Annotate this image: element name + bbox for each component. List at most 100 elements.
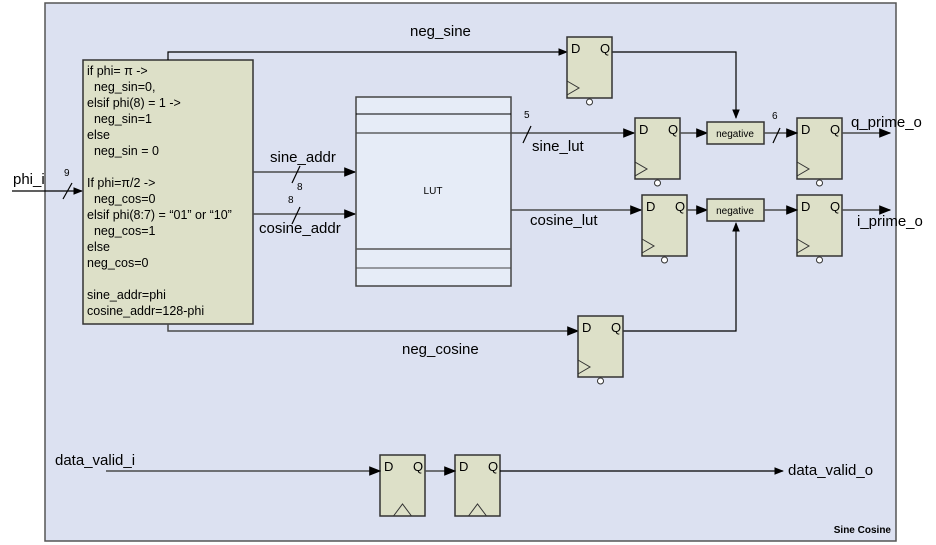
flipflop-d-pin: D — [801, 199, 810, 214]
control-logic-text: if phi= π -> neg_sin=0,elsif phi(8) = 1 … — [87, 64, 232, 318]
flipflop-q-pin: Q — [830, 122, 840, 137]
code-line: else — [87, 128, 110, 142]
code-line: neg_cos=0 — [87, 256, 149, 270]
bus-slash — [291, 165, 301, 184]
flipflop-body — [641, 194, 688, 257]
code-line: neg_sin=1 — [87, 112, 152, 126]
flipflop-d-pin: D — [571, 41, 580, 56]
flipflop-d-pin: D — [801, 122, 810, 137]
flipflop-body — [454, 454, 501, 517]
neg-cosine-path: neg_cosine — [167, 222, 740, 358]
sine-addr-label: sine_addr — [270, 149, 336, 166]
phi-input-label: phi_i — [13, 171, 45, 188]
flipflop-body — [577, 315, 624, 378]
lut-block: LUT — [355, 96, 512, 287]
flipflop-q-pin: Q — [830, 199, 840, 214]
data-valid-output-label: data_valid_o — [788, 462, 873, 479]
reset-pin-icon — [586, 98, 593, 106]
neg-sine-label: neg_sine — [410, 23, 471, 40]
flipflop-d-pin: D — [582, 320, 591, 335]
reset-pin-icon — [597, 377, 604, 385]
code-line: neg_cos=0 — [87, 192, 156, 206]
cosine-addr-label: cosine_addr — [259, 220, 341, 237]
negative-block-label: negative — [716, 129, 754, 140]
clock-icon — [634, 161, 648, 177]
sine-addr-width: 8 — [297, 182, 303, 193]
code-line: neg_cos=1 — [87, 224, 156, 238]
code-line: if phi= π -> — [87, 64, 148, 78]
flipflop-d-pin: D — [459, 459, 468, 474]
lut-label: LUT — [424, 186, 443, 197]
sine-addr-signal: sine_addr 8 — [253, 149, 357, 193]
i-prime-output: i_prime_o — [842, 205, 923, 230]
phi-input: phi_i 9 — [12, 168, 83, 200]
bus-slash — [772, 127, 781, 144]
code-line: elsif phi(8:7) = “01” or “10” — [87, 208, 232, 222]
container-label: Sine Cosine — [834, 525, 892, 536]
flipflop-body — [634, 117, 681, 180]
negative-block-cosine: negative — [687, 198, 799, 222]
flipflop-q-pin: Q — [413, 459, 423, 474]
flipflop-q-pin: Q — [488, 459, 498, 474]
reset-pin-icon — [661, 256, 668, 264]
cosine-addr-signal: cosine_addr 8 — [253, 195, 357, 237]
code-line: cosine_addr=128-phi — [87, 304, 204, 318]
neg-sine-to-negative-wire — [612, 51, 740, 119]
neg-sine-path: neg_sine — [167, 23, 740, 119]
phi-width-label: 9 — [64, 168, 70, 179]
flipflop-q-pin: Q — [675, 199, 685, 214]
flipflop-body — [796, 194, 843, 257]
sine-lut-width: 5 — [524, 110, 530, 121]
flipflop-body — [566, 36, 613, 99]
flipflop-body — [796, 117, 843, 180]
negative-block-sine: negative 6 — [680, 111, 799, 145]
cosine-addr-width: 8 — [288, 195, 294, 206]
clock-icon — [393, 503, 412, 517]
code-line: neg_sin = 0 — [87, 144, 159, 158]
data-valid-input-label: data_valid_i — [55, 452, 135, 469]
lut-body — [355, 96, 512, 287]
data-valid-path: data_valid_i data_valid_o — [55, 452, 873, 479]
clock-icon — [641, 238, 655, 254]
q-prime-label: q_prime_o — [851, 114, 922, 131]
sine-lut-label: sine_lut — [532, 138, 585, 155]
code-line: elsif phi(8) = 1 -> — [87, 96, 181, 110]
code-line: If phi=π/2 -> — [87, 176, 155, 190]
neg-cosine-to-negative-wire — [623, 222, 740, 332]
reset-pin-icon — [816, 256, 823, 264]
code-line: sine_addr=phi — [87, 288, 166, 302]
clock-icon — [468, 503, 487, 517]
sine-lut-signal: sine_lut 5 — [511, 110, 636, 155]
code-line: else — [87, 240, 110, 254]
clock-icon — [577, 359, 591, 375]
i-prime-label: i_prime_o — [857, 213, 923, 230]
neg-sine-wire — [167, 48, 568, 60]
cosine-lut-signal: cosine_lut — [511, 205, 643, 229]
clock-icon — [796, 161, 810, 177]
flipflop-q-pin: Q — [600, 41, 610, 56]
q-prime-output: q_prime_o — [842, 114, 922, 138]
code-line: neg_sin=0, — [87, 80, 155, 94]
flipflop-d-pin: D — [639, 122, 648, 137]
bus-slash — [522, 125, 532, 144]
neg-cosine-label: neg_cosine — [402, 341, 479, 358]
flipflop-q-pin: Q — [668, 122, 678, 137]
reset-pin-icon — [654, 179, 661, 187]
bus-slash — [291, 206, 301, 225]
cosine-lut-label: cosine_lut — [530, 212, 598, 229]
q-width-label: 6 — [772, 111, 778, 122]
clock-icon — [796, 238, 810, 254]
clock-icon — [566, 80, 580, 96]
flipflop-d-pin: D — [384, 459, 393, 474]
neg-cosine-wire — [167, 324, 580, 336]
flipflop-body — [379, 454, 426, 517]
